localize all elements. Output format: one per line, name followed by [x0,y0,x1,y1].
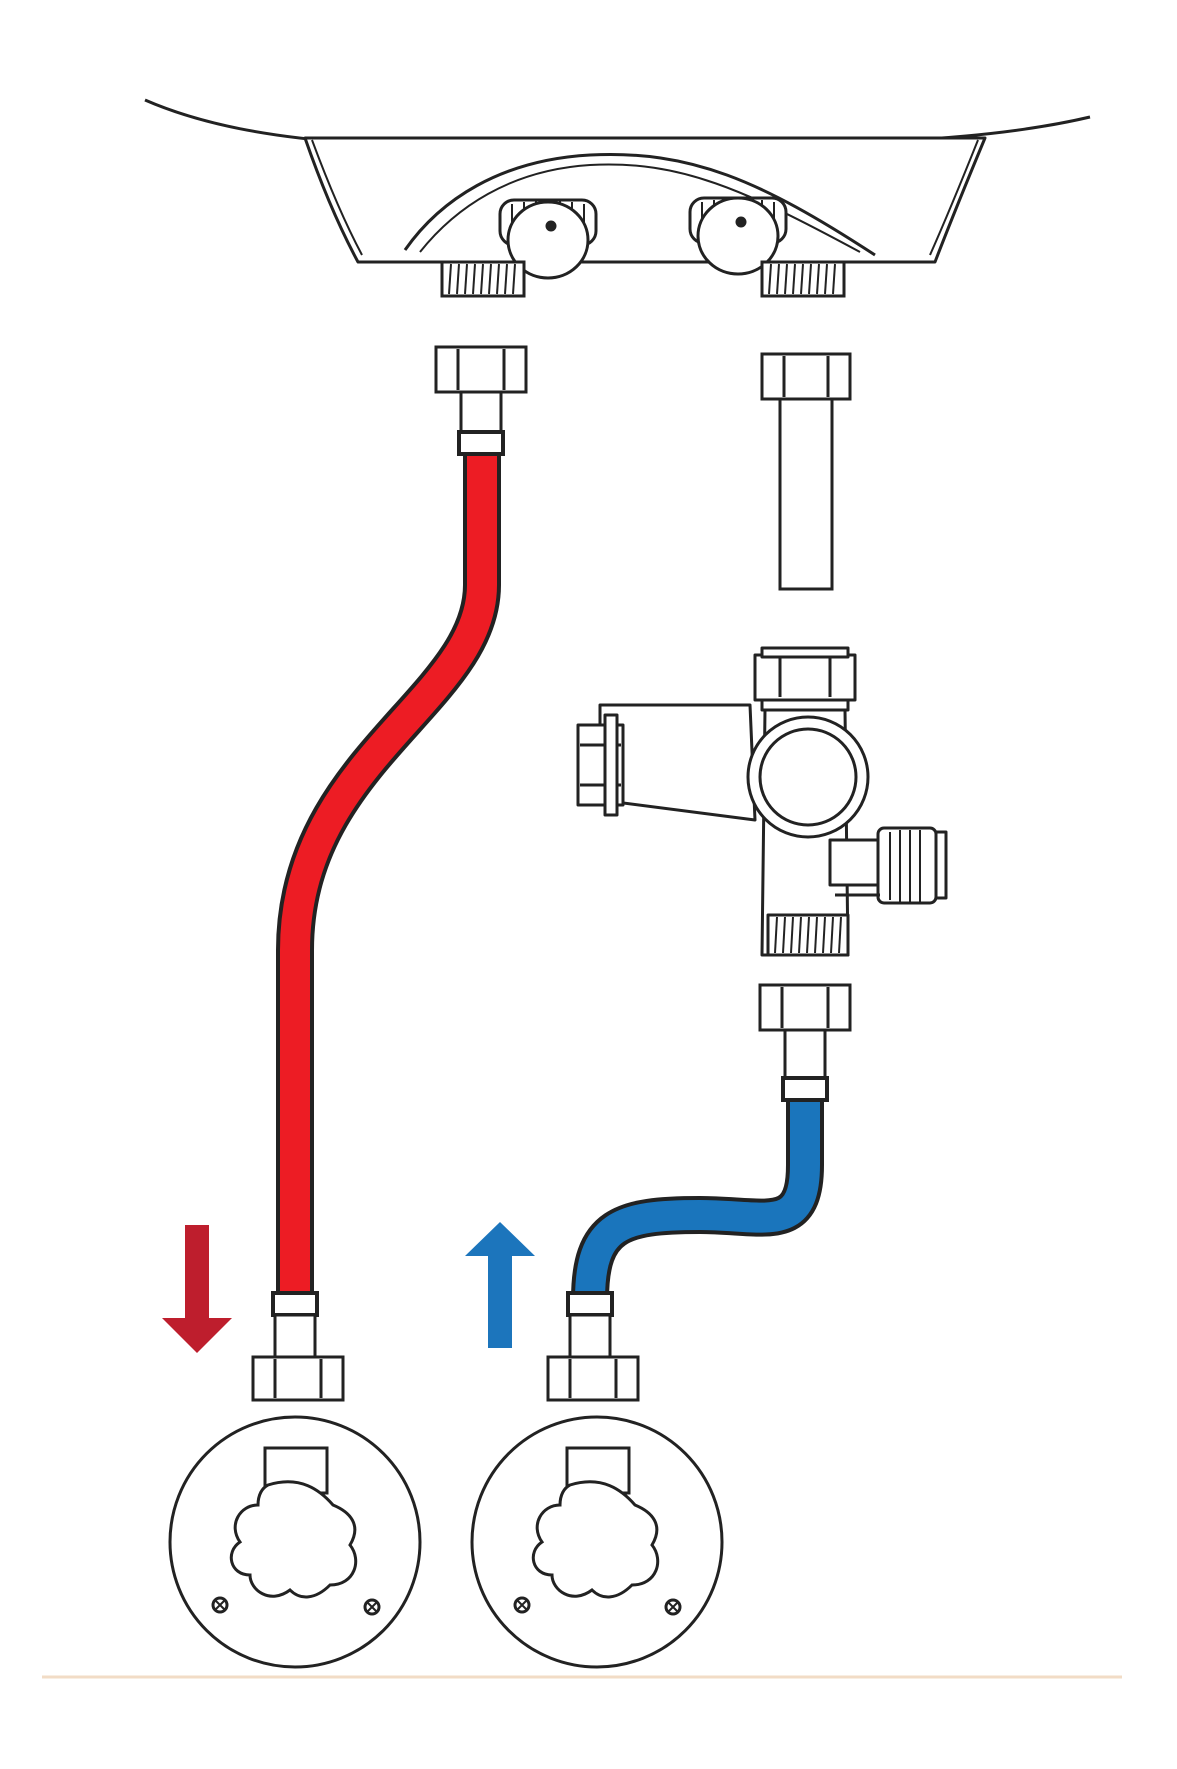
extension-pipe [760,352,852,591]
flange-hot-opening [229,1480,358,1599]
cold-hose-fill [575,1100,820,1301]
hot-hose-top-fitting [434,345,528,456]
arrow-down-icon [162,1225,232,1353]
safety-valve [576,646,948,957]
cold-hose-outline [571,1100,824,1301]
arrow-up-icon [465,1222,535,1348]
water-heater-tank [144,98,1091,264]
wall-flange-hot [168,1415,422,1669]
cold-water-hose [571,1100,824,1301]
valve-handle-ridges [889,830,921,902]
wall-flange-cold [470,1415,724,1669]
valve-handle-cap [876,826,938,905]
valve-handle-stem [828,838,882,887]
tank-housing-inner [929,139,979,256]
tank-hot-thread [440,260,526,298]
cold-hose-top-fitting [758,983,852,1102]
hot-water-hose [276,452,501,1295]
tank-housing-inner [311,139,363,256]
tank-hot-outlet-knob [498,198,598,280]
tank-cold-inlet-knob [688,196,788,276]
hot-hose-fill [280,452,497,1295]
hot-hose-bottom-fitting [251,1291,345,1402]
valve-body-ring-inner [758,727,858,827]
hot-hose-outline [276,452,501,1295]
valve-top-nut [753,653,857,702]
cold-hose-bottom-fitting [546,1291,640,1402]
flange-cold-opening [531,1480,660,1599]
tank-cold-thread [760,260,846,298]
